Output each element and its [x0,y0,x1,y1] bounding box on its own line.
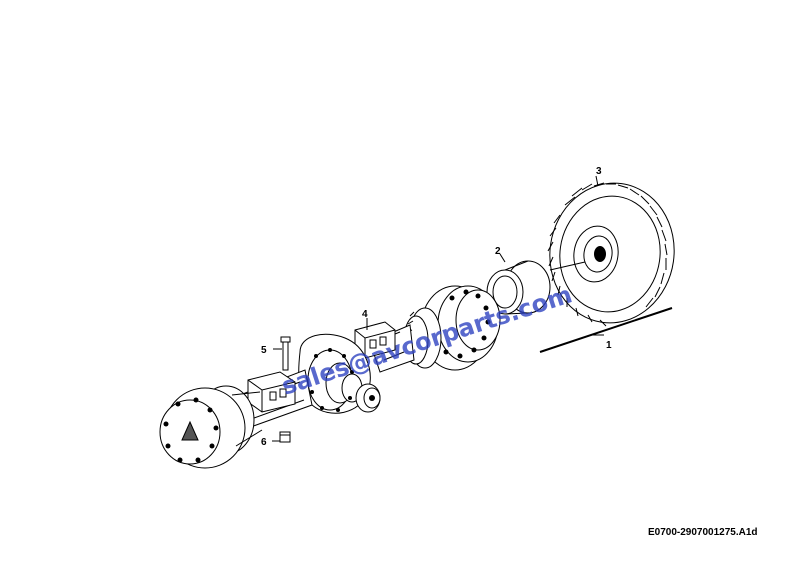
callout-5: 5 [261,345,267,356]
tire-tread [547,182,668,327]
callout-4: 4 [362,309,368,320]
right-wheel-hub [403,285,501,371]
nut [279,431,291,443]
callout-3: 3 [596,166,602,177]
tire [547,182,675,327]
left-wheel-hub [159,385,263,469]
reference-code: E0700-2907001275.A1d [648,527,758,538]
mounting-bracket-left [247,371,296,413]
callout-6: 6 [261,437,267,448]
callout-1: 1 [606,340,612,351]
callout-2: 2 [495,246,501,257]
mounting-bracket-right [354,321,396,359]
leader-lines [272,175,673,442]
differential-housing [298,333,381,414]
bolt [280,336,291,371]
